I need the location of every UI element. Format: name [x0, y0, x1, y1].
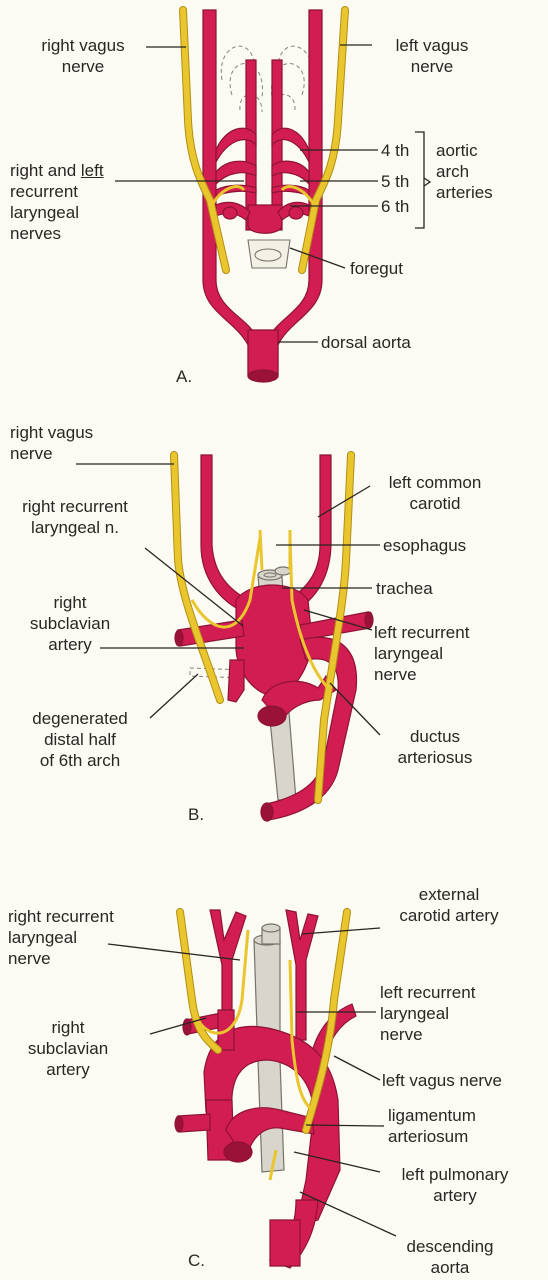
label-b-right-vagus-nerve: right vagus nerve — [10, 422, 110, 464]
panel-a-dashed-early-arches — [221, 46, 312, 112]
panel-c-letter: C. — [188, 1250, 218, 1271]
label-b-right-recurrent-laryngeal: right recurrent laryngeal n. — [4, 496, 146, 538]
panel-a-arteries — [203, 10, 322, 382]
label-a-recurrent-prefix: right and — [10, 161, 81, 180]
label-c-ligamentum-arteriosum: ligamentum arteriosum — [388, 1105, 518, 1147]
panel-b-arteries — [175, 455, 373, 821]
label-b-left-common-carotid: left common carotid — [372, 472, 498, 514]
label-b-trachea: trachea — [376, 578, 476, 599]
label-a-right-vagus-nerve: right vagus nerve — [24, 35, 142, 77]
label-a-dorsal-aorta: dorsal aorta — [321, 332, 441, 353]
label-b-left-recurrent-laryngeal-nerve: left recurrent laryngeal nerve — [374, 622, 514, 685]
label-b-right-subclavian-artery: right subclavian artery — [20, 592, 120, 655]
panel-b-letter: B. — [188, 804, 218, 825]
label-a-4th-arch: 4 th — [381, 140, 421, 161]
label-a-recurrent-left-underlined: left — [81, 161, 104, 180]
label-c-right-subclavian-artery: right subclavian artery — [18, 1017, 118, 1080]
label-c-right-recurrent-laryngeal-nerve: right recurrent laryngeal nerve — [8, 906, 158, 969]
label-b-ductus-arteriosus: ductus arteriosus — [380, 726, 490, 768]
label-a-aortic-arch-arteries: aortic arch arteries — [436, 140, 536, 203]
label-c-left-pulmonary-artery: left pulmonary artery — [380, 1164, 530, 1206]
label-c-descending-aorta: descending aorta — [390, 1236, 510, 1278]
label-b-degenerated-6th-arch: degenerated distal half of 6th arch — [12, 708, 148, 771]
label-c-external-carotid-artery: external carotid artery — [374, 884, 524, 926]
label-a-6th-arch: 6 th — [381, 196, 421, 217]
label-a-foregut: foregut — [350, 258, 440, 279]
label-b-esophagus: esophagus — [383, 535, 503, 556]
label-c-left-recurrent-laryngeal-nerve: left recurrent laryngeal nerve — [380, 982, 520, 1045]
label-a-recurrent-rest: recurrent laryngeal nerves — [10, 182, 79, 243]
label-c-left-vagus-nerve: left vagus nerve — [382, 1070, 544, 1091]
label-a-5th-arch: 5 th — [381, 171, 421, 192]
panel-a-letter: A. — [176, 366, 206, 387]
panel-c-leaders — [108, 928, 396, 1236]
label-a-left-vagus-nerve: left vagus nerve — [376, 35, 488, 77]
panel-a-foregut — [248, 240, 290, 268]
